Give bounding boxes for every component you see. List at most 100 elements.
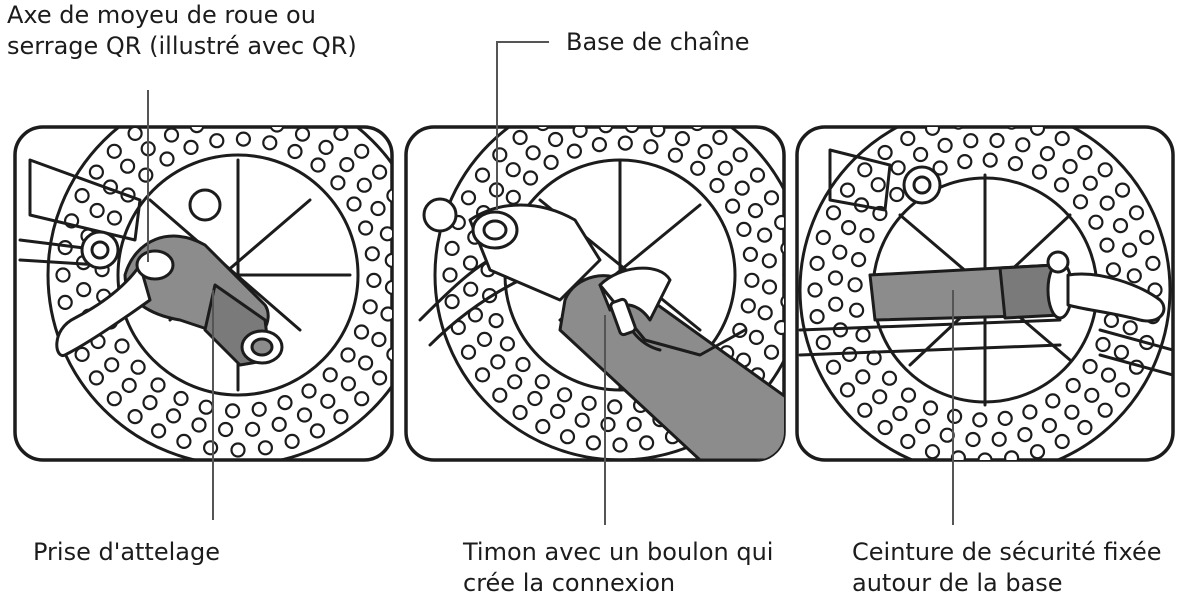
- rotor-hole: [380, 306, 392, 322]
- rotor-hole: [152, 113, 165, 126]
- rotor-hole: [311, 113, 324, 126]
- rotor-hole: [912, 146, 929, 163]
- rotor-hole: [1017, 427, 1033, 443]
- rotor-hole: [474, 167, 491, 183]
- rotor-hole: [740, 298, 756, 314]
- label-trailer-arm: Timon avec un boulon qui crée la connexi…: [463, 537, 773, 599]
- rotor-hole: [612, 437, 628, 453]
- rotor-hole: [490, 354, 506, 370]
- rotor-hole: [900, 387, 917, 403]
- rotor-hole: [76, 282, 92, 298]
- rotor-hole: [877, 144, 893, 161]
- rotor-hole: [924, 127, 941, 136]
- rotor-hole: [756, 227, 773, 243]
- rotor-hole: [574, 412, 590, 428]
- label-safety-strap: Ceinture de sécurité fixée autour de la …: [852, 537, 1162, 599]
- rotor-hole: [444, 240, 460, 256]
- rotor-hole: [965, 431, 981, 448]
- rotor-hole: [763, 344, 780, 360]
- rotor-hole: [774, 214, 784, 231]
- rotor-hole: [358, 355, 374, 371]
- rotor-hole: [1105, 262, 1122, 278]
- rotor-hole: [1082, 175, 1098, 191]
- rotor-hole: [761, 253, 777, 269]
- rotor-hole: [742, 246, 759, 262]
- rotor-hole: [857, 162, 873, 178]
- rotor-hole: [499, 336, 515, 352]
- rotor-hole: [57, 294, 73, 310]
- rotor-hole: [462, 255, 479, 271]
- label-wheel-axle-line1: Axe de moyeu de roue ou: [7, 1, 316, 29]
- leader-chain-stay: [496, 41, 549, 210]
- rotor-hole: [476, 331, 493, 347]
- rotor-hole: [74, 346, 90, 362]
- rotor-hole: [183, 139, 199, 155]
- rotor-hole: [591, 137, 608, 153]
- rotor-hole: [215, 127, 231, 129]
- rotor-hole: [460, 344, 477, 360]
- rotor-hole: [150, 377, 166, 393]
- rotor-hole: [384, 252, 392, 268]
- rotor-hole: [650, 127, 666, 138]
- rotor-hole: [1077, 144, 1093, 161]
- rotor-hole: [138, 167, 154, 183]
- rotor-hole: [547, 131, 564, 148]
- rotor-hole: [1064, 404, 1080, 420]
- trailer-arm: [558, 266, 784, 460]
- rotor-hole: [937, 137, 953, 153]
- rotor-hole: [556, 387, 573, 403]
- rotor-hole: [74, 188, 90, 204]
- rotor-hole: [840, 220, 857, 236]
- rotor-hole: [165, 408, 182, 424]
- rotor-hole: [749, 167, 766, 183]
- rotor-hole: [900, 130, 916, 147]
- rotor-hole: [763, 190, 780, 206]
- rotor-hole: [624, 127, 640, 134]
- rotor-hole: [1097, 162, 1113, 178]
- rotor-hole: [572, 127, 588, 138]
- rotor-hole: [839, 382, 856, 398]
- rotor-hole: [1082, 358, 1098, 375]
- rotor-hole: [1097, 402, 1113, 418]
- rotor-hole: [88, 164, 105, 180]
- rotor-hole: [977, 127, 993, 128]
- rotor-hole: [1029, 444, 1046, 460]
- rotor-hole: [855, 327, 871, 343]
- rotor-hole: [346, 196, 362, 212]
- rotor-hole: [492, 147, 508, 163]
- rotor-hole: [881, 370, 898, 386]
- rotor-hole: [527, 390, 543, 407]
- rotor-hole: [666, 107, 679, 120]
- rotor-hole: [522, 170, 539, 186]
- rotor-hole: [104, 357, 120, 373]
- rotor-hole: [269, 127, 285, 133]
- rotor-hole: [287, 143, 303, 160]
- rotor-hole: [997, 410, 1013, 426]
- rotor-hole: [173, 390, 189, 407]
- rotor-hole: [872, 389, 888, 405]
- rotor-hole: [828, 296, 844, 312]
- rotor-hole: [614, 99, 627, 112]
- rotor-hole: [712, 129, 728, 146]
- rotor-hole: [1072, 194, 1089, 210]
- qr-lever: [55, 249, 175, 357]
- rotor-hole: [782, 267, 784, 283]
- rotor-hole: [245, 421, 261, 437]
- label-chain-stay: Base de chaîne: [566, 28, 750, 56]
- rotor-hole: [850, 252, 867, 268]
- rotor-hole: [1029, 127, 1046, 136]
- rotor-hole: [1054, 130, 1070, 147]
- rotor-hole: [839, 182, 856, 198]
- rotor-hole: [1114, 382, 1131, 398]
- label-trailer-arm-line2: crée la connexion: [463, 569, 676, 597]
- rotor-hole: [1114, 182, 1131, 198]
- rotor-hole: [690, 160, 706, 176]
- rotor-hole: [354, 143, 370, 159]
- panel-hitch-on-axle: [13, 113, 394, 462]
- rotor-hole: [1113, 344, 1130, 360]
- rotor-hole: [674, 131, 691, 147]
- panel-safety-strap: [795, 125, 1175, 462]
- rotor-hole: [982, 152, 998, 168]
- rotor-hole: [939, 427, 955, 443]
- rotor-hole: [809, 309, 825, 325]
